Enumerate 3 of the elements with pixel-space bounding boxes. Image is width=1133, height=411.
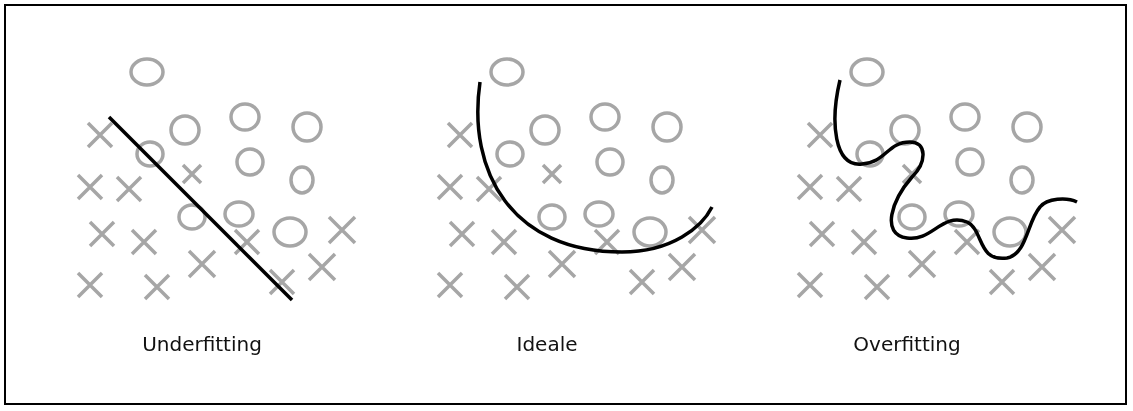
plot-caption: Ideale bbox=[516, 332, 578, 356]
plot-caption: Overfitting bbox=[853, 332, 961, 356]
plot-caption: Underfitting bbox=[142, 332, 262, 356]
